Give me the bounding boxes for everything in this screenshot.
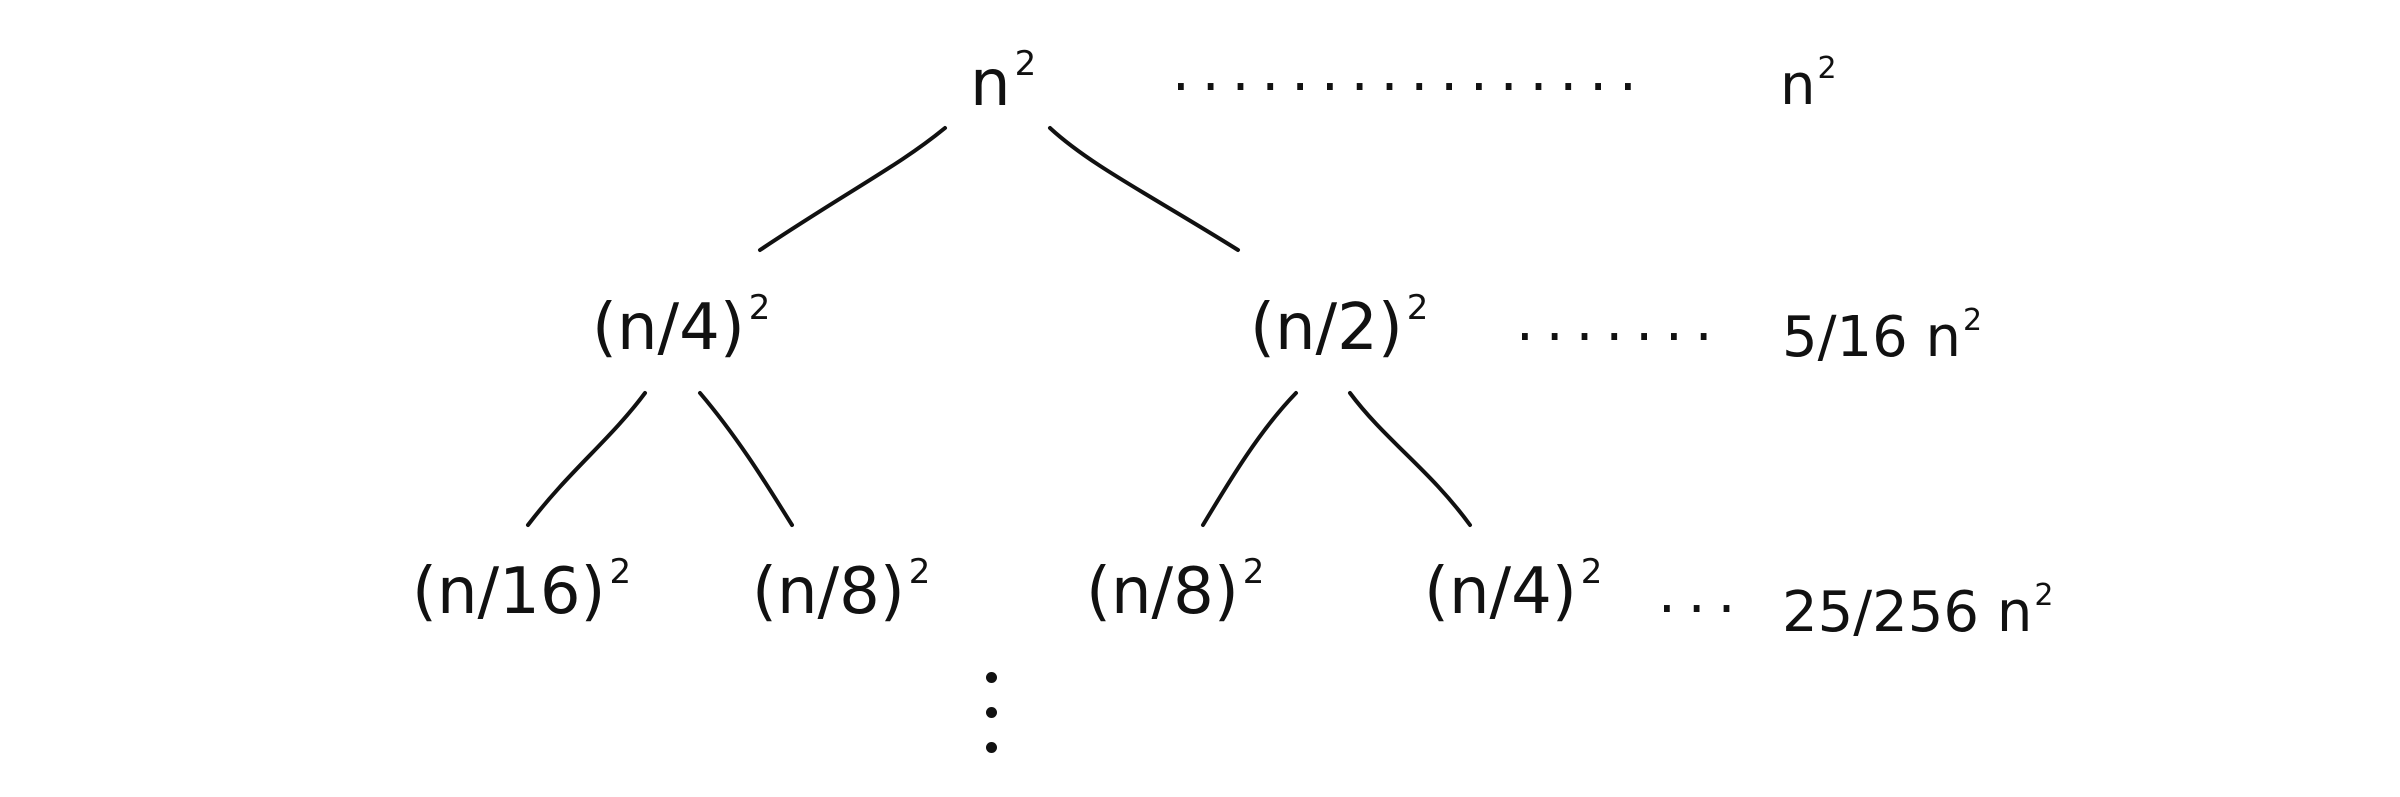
node-exponent: 2 — [908, 552, 931, 592]
node-exponent: 2 — [748, 288, 771, 328]
tree-node-level2-2: (n/8)2 — [752, 555, 930, 624]
level-sum-exponent: 2 — [1817, 51, 1837, 86]
continuation-dot — [986, 707, 997, 718]
node-exponent: 2 — [1242, 552, 1265, 592]
edge-right-rightchild — [1348, 391, 1472, 527]
node-base: n — [970, 47, 1011, 121]
level-sum-value: 25/256 n — [1782, 580, 2033, 645]
level-sum-1: 5/16 n2 — [1782, 306, 1982, 366]
node-base: (n/4) — [1424, 555, 1577, 629]
node-base: (n/2) — [1250, 291, 1403, 365]
continuation-dot — [986, 742, 997, 753]
tree-node-level2-4: (n/4)2 — [1424, 555, 1602, 624]
edge-left-rightchild — [698, 391, 794, 527]
level-sum-dots-2: ... — [1658, 561, 1748, 626]
level-sum-exponent: 2 — [2034, 578, 2054, 613]
level-sum-dots-1: ....... — [1516, 289, 1725, 354]
edge-root-left — [758, 126, 947, 252]
level-sum-value: 5/16 n — [1782, 305, 1962, 370]
node-base: (n/8) — [1086, 555, 1239, 629]
node-base: (n/8) — [752, 555, 905, 629]
edge-left-leftchild — [526, 391, 647, 527]
node-exponent: 2 — [1580, 552, 1603, 592]
node-base: (n/16) — [412, 555, 606, 629]
tree-node-level1-right: (n/2)2 — [1250, 291, 1428, 360]
node-base: (n/4) — [592, 291, 745, 365]
level-sum-exponent: 2 — [1963, 303, 1983, 338]
tree-node-level1-left: (n/4)2 — [592, 291, 770, 360]
node-exponent: 2 — [1406, 288, 1429, 328]
edge-root-right — [1048, 126, 1240, 252]
level-sum-0: n2 — [1780, 54, 1837, 114]
level-sum-2: 25/256 n2 — [1782, 581, 2053, 641]
continuation-dot — [986, 672, 997, 683]
tree-node-level2-3: (n/8)2 — [1086, 555, 1264, 624]
node-exponent: 2 — [1014, 44, 1037, 84]
tree-node-level2-1: (n/16)2 — [412, 555, 631, 624]
node-exponent: 2 — [609, 552, 632, 592]
level-sum-value: n — [1780, 53, 1816, 118]
edge-right-leftchild — [1201, 391, 1298, 527]
level-sum-dots-0: ................ — [1172, 39, 1649, 104]
